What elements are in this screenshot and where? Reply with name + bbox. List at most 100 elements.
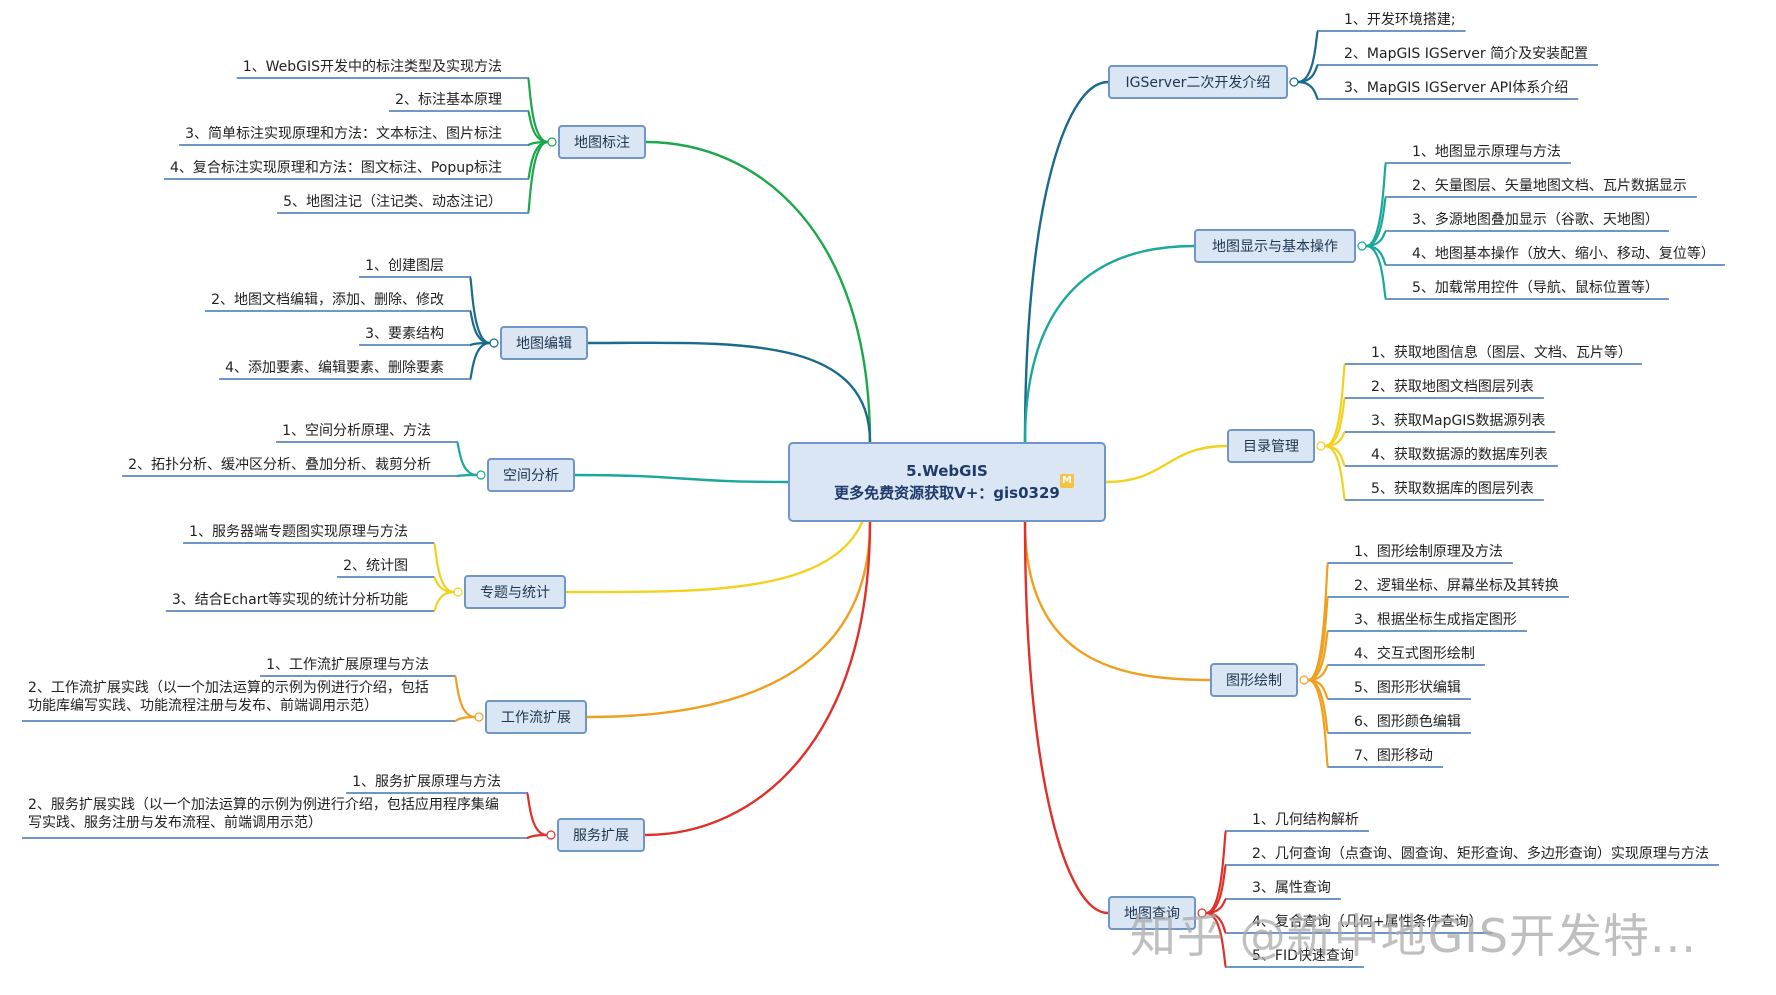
branch-node-zhuanti[interactable]: 专题与统计 [464, 575, 566, 609]
leaf-link-igserver-1 [1297, 29, 1320, 84]
leaf-link-biaozhu-1 [526, 76, 549, 144]
collapse-toggle-biaozhu[interactable] [547, 137, 557, 147]
branch-node-kongjian[interactable]: 空间分析 [487, 458, 575, 492]
leaf-link-kongjian-2 [456, 473, 478, 478]
leaf-link-bianji-1 [468, 275, 491, 345]
connector-zhuanti [565, 481, 872, 594]
leaf-item-huizhi-3[interactable]: 3、根据坐标生成指定图形 [1354, 612, 1517, 628]
collapse-toggle-kongjian[interactable] [476, 470, 486, 480]
central-topic-title: 5.WebGIS [906, 462, 988, 480]
leaf-item-biaozhu-2[interactable]: 2、标注基本原理 [395, 92, 502, 108]
branch-node-igserver[interactable]: IGServer二次开发介绍 [1108, 65, 1288, 99]
connector-huizhi [1023, 521, 1211, 682]
leaf-item-xianshi-2[interactable]: 2、矢量图层、矢量地图文档、瓦片数据显示 [1412, 178, 1687, 194]
leaf-item-huizhi-1[interactable]: 1、图形绘制原理及方法 [1354, 544, 1503, 560]
collapse-toggle-mulu[interactable] [1316, 441, 1326, 451]
leaf-item-zhuanti-3[interactable]: 3、结合Echart等实现的统计分析功能 [171, 592, 408, 608]
watermark-text: 知乎 @新中地GIS开发特... [1130, 909, 1697, 963]
collapse-toggle-huizhi[interactable] [1299, 675, 1309, 685]
leaf-item-huizhi-4[interactable]: 4、交互式图形绘制 [1354, 646, 1475, 662]
leaf-item-chaxun-1[interactable]: 1、几何结构解析 [1252, 812, 1359, 828]
branch-node-gongzuoliu[interactable]: 工作流扩展 [485, 700, 587, 734]
leaf-item-mulu-3[interactable]: 3、获取MapGIS数据源列表 [1371, 413, 1546, 429]
branch-node-biaozhu[interactable]: 地图标注 [558, 125, 646, 159]
leaf-item-mulu-2[interactable]: 2、获取地图文档图层列表 [1371, 379, 1534, 395]
leaf-link-chaxun-5 [1205, 911, 1228, 969]
leaf-item-xianshi-4[interactable]: 4、地图基本操作（放大、缩小、移动、复位等） [1412, 246, 1715, 262]
connector-fuwu [644, 521, 872, 837]
leaf-item-biaozhu-1[interactable]: 1、WebGIS开发中的标注类型及实现方法 [242, 59, 502, 75]
connector-mulu [1105, 444, 1228, 484]
branch-node-xianshi[interactable]: 地图显示与基本操作 [1194, 229, 1356, 263]
leaf-item-huizhi-6[interactable]: 6、图形颜色编辑 [1354, 714, 1461, 730]
leaf-item-kongjian-1[interactable]: 1、空间分析原理、方法 [282, 423, 431, 439]
leaf-item-mulu-5[interactable]: 5、获取数据库的图层列表 [1371, 481, 1534, 497]
leaf-link-fuwu-1 [525, 791, 548, 837]
leaf-item-bianji-2[interactable]: 2、地图文档编辑，添加、删除、修改 [211, 292, 444, 308]
leaf-item-chaxun-4[interactable]: 4、复合查询（几何+属性条件查询） [1252, 914, 1483, 930]
branch-node-huizhi[interactable]: 图形绘制 [1210, 663, 1298, 697]
leaf-item-huizhi-5[interactable]: 5、图形形状编辑 [1354, 680, 1461, 696]
leaf-item-xianshi-5[interactable]: 5、加载常用控件（导航、鼠标位置等） [1412, 280, 1659, 296]
leaf-link-fuwu-2 [526, 833, 548, 840]
collapse-toggle-zhuanti[interactable] [453, 587, 463, 597]
leaf-item-bianji-4[interactable]: 4、添加要素、编辑要素、删除要素 [225, 360, 444, 376]
leaf-item-bianji-3[interactable]: 3、要素结构 [365, 326, 444, 342]
leaf-link-mulu-5 [1324, 444, 1347, 502]
connector-kongjian [574, 473, 789, 484]
leaf-item-zhuanti-2[interactable]: 2、统计图 [343, 558, 408, 574]
collapse-toggle-bianji[interactable] [489, 338, 499, 348]
leaf-item-xianshi-1[interactable]: 1、地图显示原理与方法 [1412, 144, 1561, 160]
connector-xianshi [1023, 244, 1195, 443]
collapse-toggle-igserver[interactable] [1289, 77, 1299, 87]
connector-chaxun [1023, 521, 1109, 915]
leaf-link-mulu-1 [1324, 362, 1347, 448]
leaf-item-xianshi-3[interactable]: 3、多源地图叠加显示（谷歌、天地图） [1412, 212, 1659, 228]
leaf-link-igserver-3 [1297, 80, 1320, 101]
leaf-link-xianshi-5 [1365, 244, 1388, 301]
branch-node-fuwu[interactable]: 服务扩展 [557, 818, 645, 852]
leaf-item-huizhi-7[interactable]: 7、图形移动 [1354, 748, 1433, 764]
leaf-link-bianji-4 [468, 341, 491, 381]
leaf-link-biaozhu-2 [526, 109, 549, 144]
leaf-item-biaozhu-3[interactable]: 3、简单标注实现原理和方法：文本标注、图片标注 [185, 126, 502, 142]
leaf-item-igserver-3[interactable]: 3、MapGIS IGServer API体系介绍 [1344, 80, 1569, 96]
branch-node-bianji[interactable]: 地图编辑 [500, 326, 588, 360]
leaf-item-bianji-1[interactable]: 1、创建图层 [365, 258, 444, 274]
collapse-toggle-fuwu[interactable] [546, 830, 556, 840]
connector-bianji [587, 341, 872, 443]
branch-node-mulu[interactable]: 目录管理 [1227, 429, 1315, 463]
leaf-item-chaxun-3[interactable]: 3、属性查询 [1252, 880, 1331, 896]
connector-gongzuoliu [586, 521, 872, 719]
leaf-item-biaozhu-4[interactable]: 4、复合标注实现原理和方法：图文标注、Popup标注 [169, 160, 502, 176]
leaf-link-biaozhu-4 [526, 140, 549, 181]
leaf-item-chaxun-5[interactable]: 5、FID快速查询 [1252, 948, 1354, 964]
leaf-link-gongzuoliu-2 [454, 715, 476, 723]
collapse-toggle-gongzuoliu[interactable] [474, 712, 484, 722]
leaf-item-fuwu-1[interactable]: 1、服务扩展原理与方法 [352, 774, 501, 790]
leaf-link-kongjian-1 [455, 440, 478, 477]
leaf-item-huizhi-2[interactable]: 2、逻辑坐标、屏幕坐标及其转换 [1354, 578, 1559, 594]
leaf-item-mulu-1[interactable]: 1、获取地图信息（图层、文档、瓦片等） [1371, 345, 1632, 361]
leaf-item-biaozhu-5[interactable]: 5、地图注记（注记类、动态注记） [283, 194, 502, 210]
leaf-item-zhuanti-1[interactable]: 1、服务器端专题图实现原理与方法 [189, 524, 408, 540]
leaf-item-mulu-4[interactable]: 4、获取数据源的数据库列表 [1371, 447, 1548, 463]
leaf-item-igserver-1[interactable]: 1、开发环境搭建; [1344, 12, 1456, 28]
central-topic[interactable]: 5.WebGIS 更多免费资源获取V+：gis0329 M [788, 442, 1106, 522]
leaf-item-chaxun-2[interactable]: 2、几何查询（点查询、圆查询、矩形查询、多边形查询）实现原理与方法 [1252, 846, 1709, 862]
connector-biaozhu [645, 140, 872, 443]
leaf-link-xianshi-1 [1365, 161, 1388, 248]
leaf-item-gongzuoliu-2[interactable]: 2、工作流扩展实践（以一个加法运算的示例为例进行介绍，包括功能库编写实践、功能流… [28, 680, 429, 714]
leaf-item-fuwu-2[interactable]: 2、服务扩展实践（以一个加法运算的示例为例进行介绍，包括应用程序集编写实践、服务… [28, 797, 499, 831]
leaf-item-gongzuoliu-1[interactable]: 1、工作流扩展原理与方法 [266, 657, 429, 673]
collapse-toggle-xianshi[interactable] [1357, 241, 1367, 251]
central-topic-subtitle: 更多免费资源获取V+：gis0329 [834, 484, 1060, 502]
leaf-link-biaozhu-5 [526, 140, 549, 215]
leaf-item-kongjian-2[interactable]: 2、拓扑分析、缓冲区分析、叠加分析、裁剪分析 [128, 457, 431, 473]
leaf-link-gongzuoliu-1 [453, 674, 476, 719]
leaf-item-igserver-2[interactable]: 2、MapGIS IGServer 简介及安装配置 [1344, 46, 1589, 62]
connector-igserver [1023, 80, 1109, 443]
leaf-link-zhuanti-3 [432, 590, 455, 613]
branch-node-chaxun[interactable]: 地图查询 [1108, 896, 1196, 930]
